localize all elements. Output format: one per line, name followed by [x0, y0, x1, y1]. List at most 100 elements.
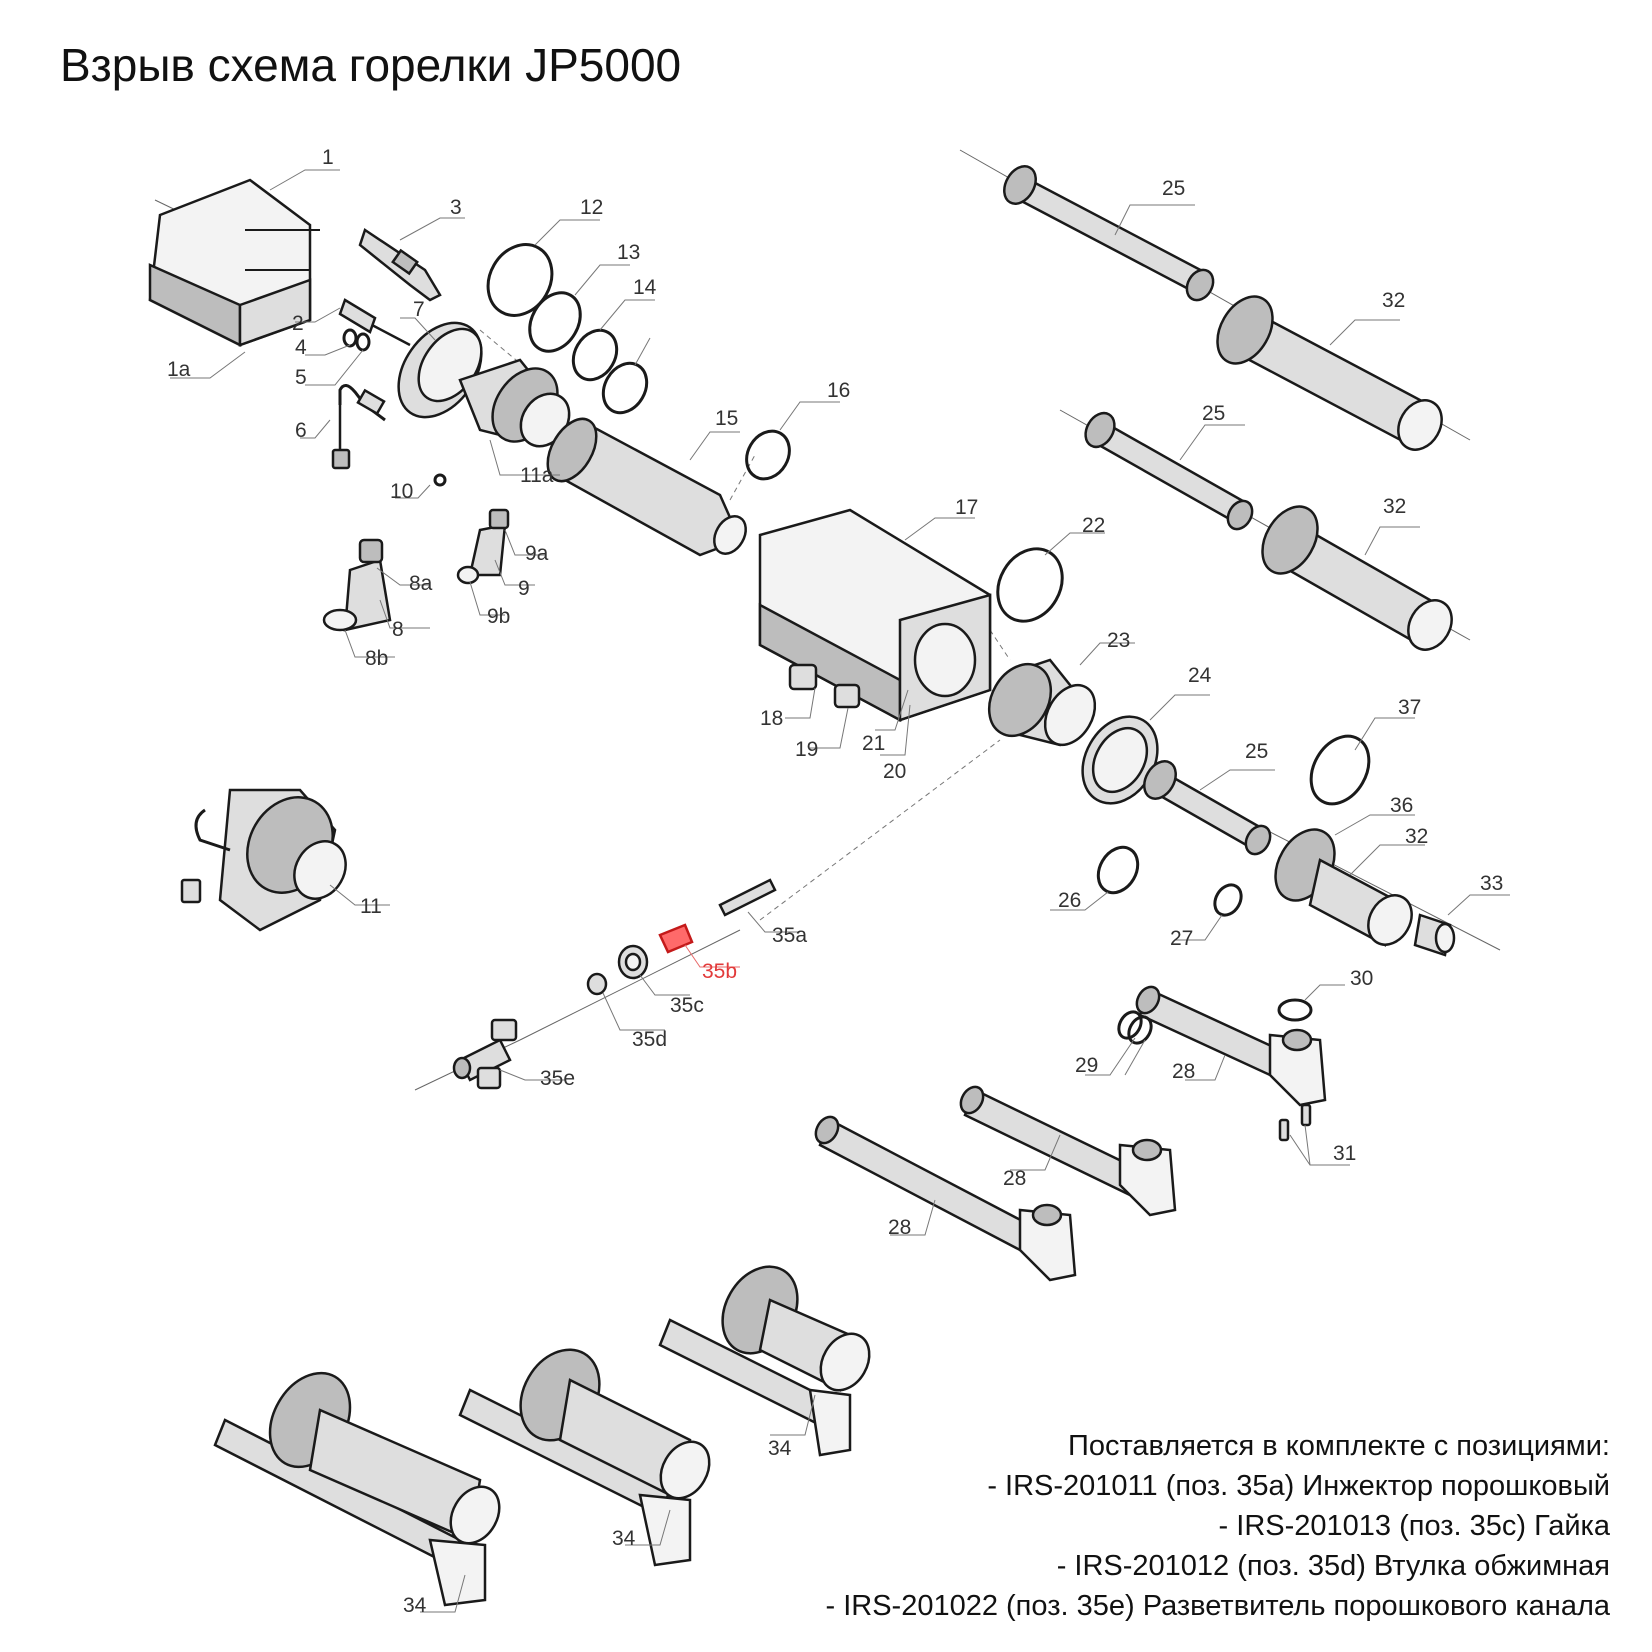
label-22: 22 [1082, 514, 1105, 537]
part-14-o-rings[interactable] [565, 322, 656, 420]
part-24-ring[interactable] [1068, 703, 1173, 817]
label-12: 12 [580, 196, 603, 219]
part-19-fitting[interactable] [833, 683, 861, 709]
label-36: 36 [1390, 794, 1413, 817]
part-28-feed-mid[interactable] [956, 1083, 1177, 1217]
label-24: 24 [1188, 664, 1212, 687]
label-25-bottom: 25 [1245, 740, 1268, 763]
label-37: 37 [1398, 696, 1421, 719]
part-6-thermocouple[interactable] [331, 384, 386, 470]
label-23: 23 [1107, 629, 1130, 652]
label-1: 1 [322, 146, 334, 169]
label-32-bottom: 32 [1405, 825, 1428, 848]
label-10: 10 [390, 480, 413, 503]
part-labels: 1 1a 2 3 4 5 6 7 8 8a 8b 9 9a 9b 10 11 1… [167, 146, 1503, 1617]
part-17-body[interactable] [758, 508, 992, 723]
note-item: - IRS-201022 (поз. 35e) Разветвитель пор… [825, 1590, 1610, 1622]
part-28-feed-left[interactable] [811, 1113, 1077, 1282]
part-35a-injector[interactable] [718, 878, 777, 917]
leader-lines [170, 169, 1510, 1613]
label-35e: 35e [540, 1067, 575, 1090]
label-26: 26 [1058, 889, 1081, 912]
label-28-mid: 28 [1003, 1167, 1026, 1190]
part-34-assembly-right[interactable] [658, 1253, 879, 1457]
label-16: 16 [827, 379, 850, 402]
supply-notes: Поставляется в комплекте с позициями: - … [825, 1426, 1610, 1626]
part-11-assembly[interactable] [180, 782, 356, 932]
part-10-pin[interactable] [433, 473, 447, 487]
part-26-o-ring[interactable] [1090, 840, 1145, 900]
label-35d: 35d [632, 1028, 667, 1051]
label-34-right: 34 [768, 1437, 792, 1460]
label-13: 13 [617, 241, 640, 264]
label-1a: 1a [167, 358, 191, 381]
part-13-o-ring[interactable] [520, 284, 591, 361]
label-9b: 9b [487, 605, 510, 628]
part-32-barrel-bottom[interactable] [1308, 858, 1420, 953]
part-34-assembly-mid[interactable] [458, 1335, 719, 1567]
part-25-nozzle-top[interactable] [998, 161, 1219, 305]
label-35c: 35c [670, 994, 704, 1017]
note-item: - IRS-201013 (поз. 35c) Гайка [1218, 1510, 1610, 1542]
part-23-sleeve[interactable] [977, 653, 1105, 754]
part-22-o-ring[interactable] [985, 537, 1075, 633]
label-35a: 35a [772, 924, 807, 947]
label-34-mid: 34 [612, 1527, 636, 1550]
part-11a-head[interactable] [458, 356, 579, 455]
label-18: 18 [760, 707, 783, 730]
part-12-o-ring[interactable] [476, 233, 565, 327]
part-2-fitting[interactable] [338, 298, 411, 347]
label-6: 6 [295, 419, 307, 442]
part-35d-ferrule[interactable] [586, 972, 608, 996]
part-35b-adapter[interactable] [658, 923, 694, 954]
part-29-rings[interactable] [1114, 1008, 1155, 1047]
label-33: 33 [1480, 872, 1503, 895]
label-31: 31 [1333, 1142, 1356, 1165]
part-8-valve[interactable] [322, 538, 392, 632]
part-1-cover[interactable] [148, 178, 320, 348]
part-35c-nut[interactable] [617, 944, 649, 980]
label-25-mid: 25 [1202, 402, 1225, 425]
label-11: 11 [360, 895, 382, 918]
label-34-left: 34 [403, 1594, 427, 1617]
label-27: 27 [1170, 927, 1193, 950]
label-25-top: 25 [1162, 177, 1185, 200]
label-28-right: 28 [1172, 1060, 1195, 1083]
label-30: 30 [1350, 967, 1373, 990]
label-21: 21 [862, 732, 885, 755]
part-33-nozzle-tip[interactable] [1413, 913, 1456, 957]
label-20: 20 [883, 760, 906, 783]
label-4: 4 [295, 336, 307, 359]
part-27-o-ring[interactable] [1210, 880, 1247, 920]
part-15-combustion-chamber[interactable] [538, 411, 752, 560]
label-8a: 8a [409, 572, 433, 595]
part-16-o-ring[interactable] [738, 423, 798, 486]
part-18-fitting[interactable] [788, 663, 818, 691]
label-7: 7 [413, 298, 425, 321]
part-30-o-ring[interactable] [1277, 998, 1313, 1022]
label-15: 15 [715, 407, 738, 430]
part-4-5-o-rings[interactable] [342, 328, 371, 352]
part-28-feed-right[interactable] [1132, 983, 1327, 1107]
note-heading: Поставляется в комплекте с позициями: [1067, 1430, 1610, 1462]
part-32-barrel-mid[interactable] [1251, 497, 1460, 658]
part-25-nozzle-bottom[interactable] [1138, 756, 1275, 859]
label-19: 19 [795, 738, 818, 761]
part-35e-splitter[interactable] [452, 1018, 518, 1090]
part-34-assembly-left[interactable] [213, 1359, 509, 1607]
part-3-spark-plug[interactable] [358, 228, 442, 302]
label-5: 5 [295, 366, 307, 389]
part-25-nozzle-mid[interactable] [1080, 408, 1257, 534]
label-9a: 9a [525, 542, 549, 565]
label-32-top: 32 [1382, 289, 1405, 312]
label-8b: 8b [365, 647, 388, 670]
part-37-o-ring[interactable] [1299, 726, 1380, 814]
part-9-valve[interactable] [456, 508, 510, 585]
part-31-screws[interactable] [1278, 1103, 1312, 1142]
label-9: 9 [518, 577, 530, 600]
label-17: 17 [955, 496, 978, 519]
label-2: 2 [292, 312, 304, 335]
note-item: - IRS-201011 (поз. 35a) Инжектор порошко… [987, 1470, 1610, 1502]
part-32-barrel-top[interactable] [1206, 287, 1450, 458]
label-32-mid: 32 [1383, 495, 1406, 518]
